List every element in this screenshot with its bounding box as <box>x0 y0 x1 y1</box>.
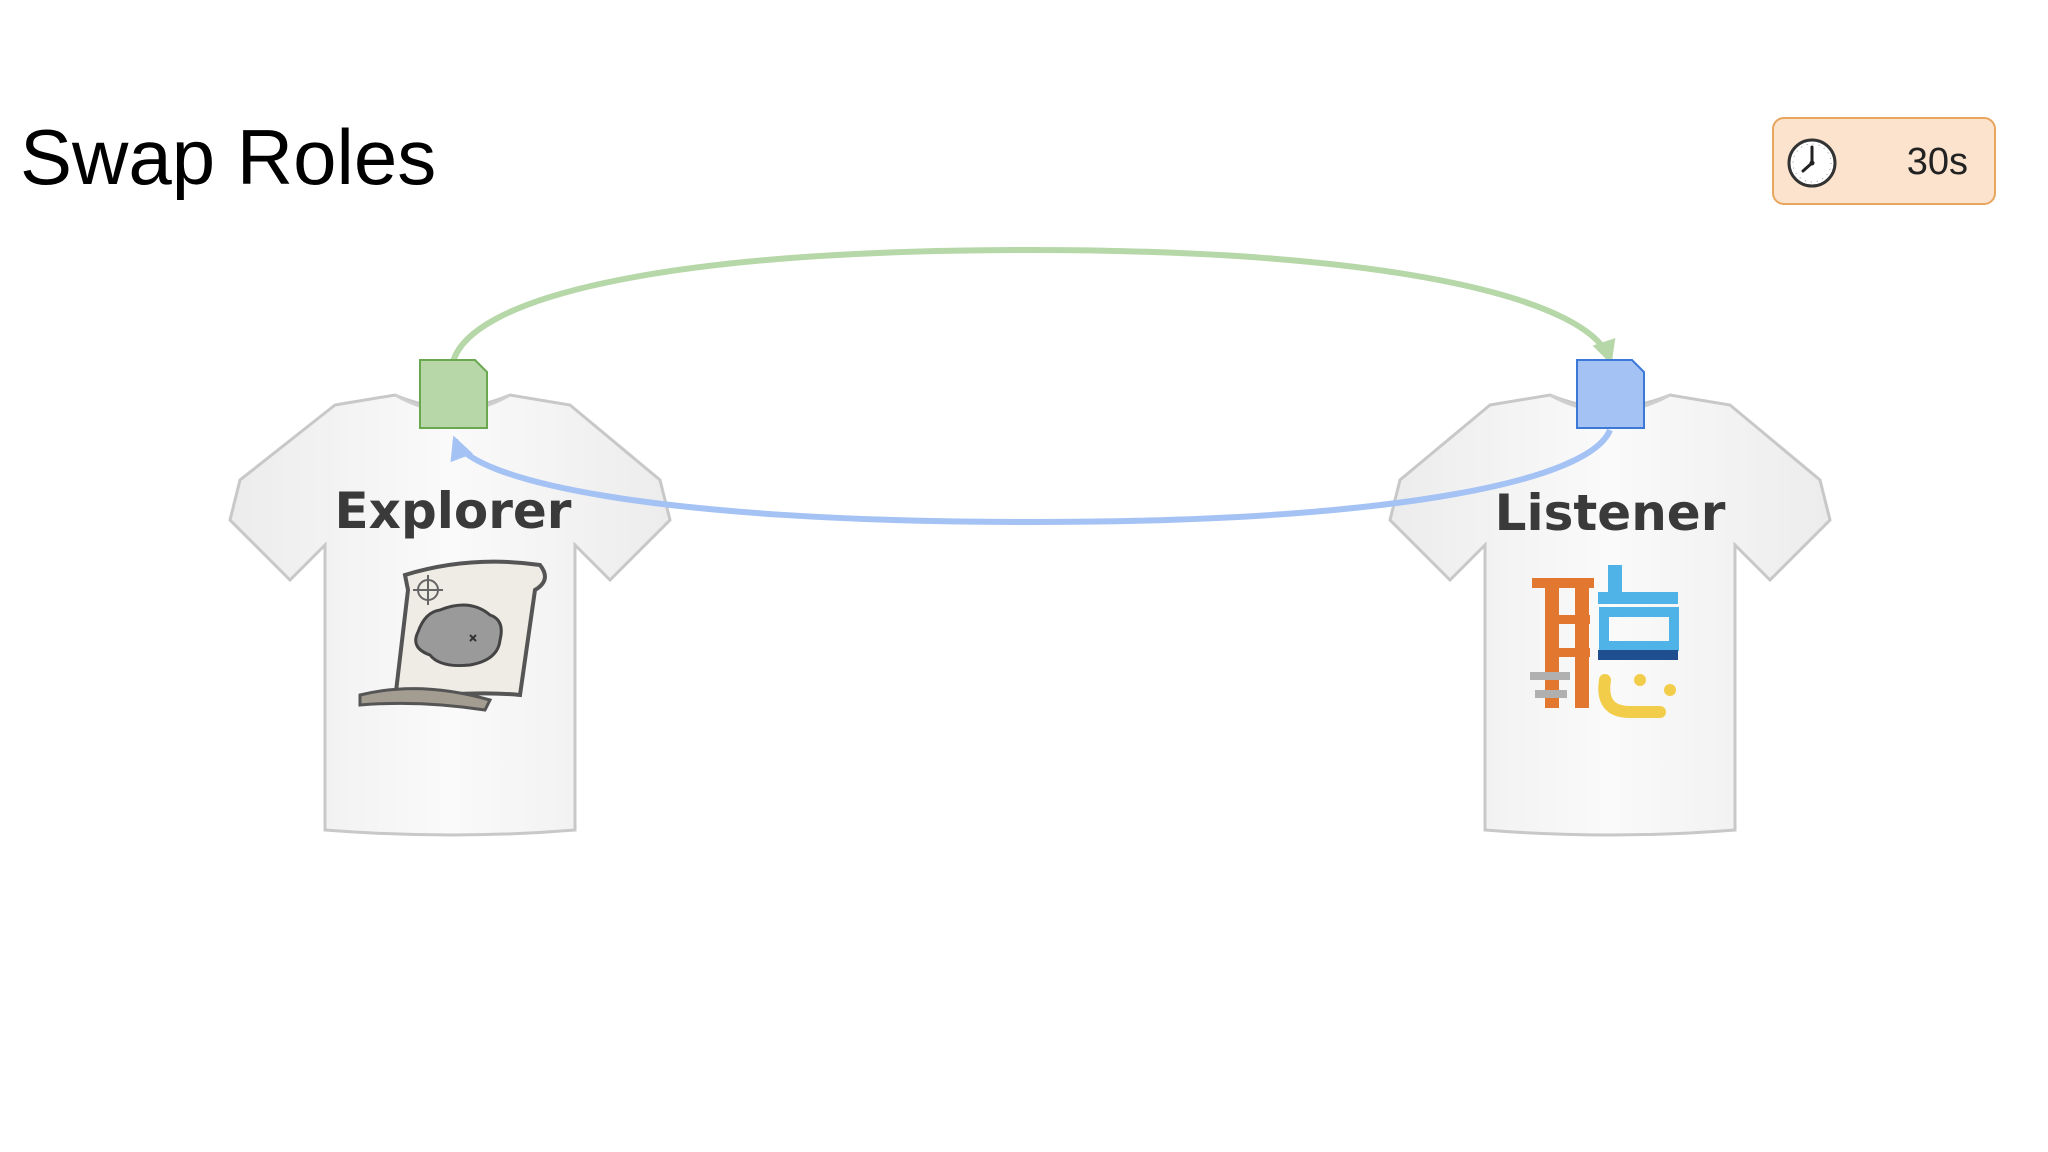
listener-marker <box>1576 359 1645 429</box>
swap-arrow-bottom <box>450 428 1613 526</box>
listener-shirt: Listener <box>1388 393 1832 837</box>
timer-value: 30s <box>1906 141 1968 183</box>
treasure-map-icon <box>358 559 547 712</box>
slide-title: Swap Roles <box>20 113 437 201</box>
explorer-shirt: Explorer <box>228 393 672 837</box>
listener-glyph-icon <box>1530 565 1679 718</box>
listener-label: Listener <box>1495 484 1726 542</box>
explorer-label: Explorer <box>335 482 572 540</box>
timer-badge: 30s <box>1772 117 1996 205</box>
swap-arrow-top <box>450 246 1616 365</box>
clock-icon <box>1787 138 1837 188</box>
explorer-marker <box>419 359 488 429</box>
